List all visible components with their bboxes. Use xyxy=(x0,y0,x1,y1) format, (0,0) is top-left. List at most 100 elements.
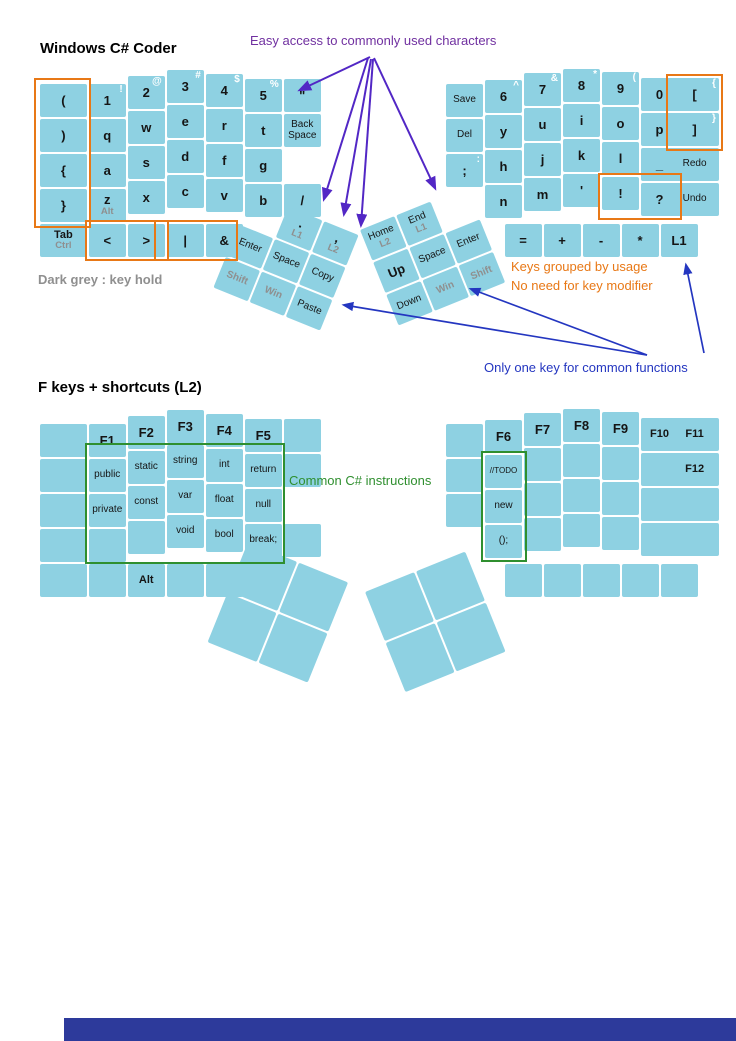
annotation-dark-grey-key-hold: Dark grey : key hold xyxy=(38,272,163,287)
key-f3: F3 xyxy=(166,410,204,443)
annotation-one-key: Only one key for common functions xyxy=(484,360,688,375)
key-v: v xyxy=(205,179,243,212)
key-blank xyxy=(670,523,719,556)
key-public: public xyxy=(88,459,126,492)
key-private: private xyxy=(88,494,126,527)
key-blank xyxy=(602,447,639,480)
key-symbol: } xyxy=(40,189,87,222)
key-blank xyxy=(524,448,561,481)
key-b: b xyxy=(244,184,282,217)
key-6: ^6 xyxy=(485,80,522,113)
key-blank xyxy=(446,459,483,492)
key-3: #3 xyxy=(166,70,204,103)
key-blank xyxy=(660,564,698,597)
key-symbol: = xyxy=(504,224,542,257)
key-new: new xyxy=(485,490,522,523)
key-7: &7 xyxy=(524,73,561,106)
key-d: d xyxy=(166,140,204,173)
key-symbol: > xyxy=(127,224,165,257)
key-blank xyxy=(40,424,87,457)
key-blank xyxy=(524,483,561,516)
key-x: x xyxy=(127,181,165,214)
key-f12: F12 xyxy=(670,453,719,486)
key-blank xyxy=(283,524,321,557)
key-blank xyxy=(446,494,483,527)
highlight-cs-keywords-left xyxy=(85,443,285,564)
key-symbol: | xyxy=(166,224,204,257)
key-symbol: ) xyxy=(40,119,87,152)
key-blank xyxy=(88,529,126,562)
key-symbol: ' xyxy=(563,174,600,207)
key-f6: F6 xyxy=(485,420,522,453)
key-o: o xyxy=(602,107,639,140)
key-f: f xyxy=(205,144,243,177)
key-g: g xyxy=(244,149,282,182)
key-const: const xyxy=(127,486,165,519)
key-8: *8 xyxy=(563,69,600,102)
key-blank xyxy=(88,564,126,597)
annotation-easy-access: Easy access to commonly used characters xyxy=(250,33,497,48)
key-blank xyxy=(283,454,321,487)
layer2-title: F keys + shortcuts (L2) xyxy=(38,379,202,396)
key-symbol: ( xyxy=(40,84,87,117)
key-f4: F4 xyxy=(205,414,243,447)
key-var: var xyxy=(166,480,204,513)
highlight-bracket-column xyxy=(34,78,91,228)
key-j: j xyxy=(524,143,561,176)
key-n: n xyxy=(485,185,522,218)
page-title: Windows C# Coder xyxy=(40,40,177,57)
key-f5: F5 xyxy=(244,419,282,452)
key-static: static xyxy=(127,451,165,484)
key-5: %5 xyxy=(244,79,282,112)
annotation-no-modifier: No need for key modifier xyxy=(511,278,653,293)
key-del: Del xyxy=(446,119,483,152)
highlight-angle-keys xyxy=(85,220,169,261)
key-blank xyxy=(166,564,204,597)
key-blank xyxy=(524,518,561,551)
key-string: string xyxy=(166,445,204,478)
key-w: w xyxy=(127,111,165,144)
key-i: i xyxy=(563,104,600,137)
highlight-exclaim-question-keys xyxy=(598,173,682,220)
key-blank xyxy=(602,482,639,515)
key-4: $4 xyxy=(205,74,243,107)
highlight-square-bracket-keys xyxy=(666,74,723,151)
key-m: m xyxy=(524,178,561,211)
key-blank xyxy=(563,444,600,477)
key-h: h xyxy=(485,150,522,183)
key-blank xyxy=(504,564,542,597)
key-y: y xyxy=(485,115,522,148)
key-symbol: :; xyxy=(446,154,483,187)
key-blank xyxy=(602,517,639,550)
key-blank xyxy=(670,488,719,521)
key-alt: Alt xyxy=(127,564,165,597)
annotation-keys-grouped: Keys grouped by usage xyxy=(511,259,648,274)
key-symbol: }] xyxy=(670,113,719,146)
key-float: float xyxy=(205,484,243,517)
key-symbol: { xyxy=(40,154,87,187)
key-f9: F9 xyxy=(602,412,639,445)
key-blank xyxy=(40,529,87,562)
highlight-cs-keywords-right xyxy=(481,451,527,562)
key-int: int xyxy=(205,449,243,482)
key-f11: F11 xyxy=(670,418,719,451)
key-blank xyxy=(40,459,87,492)
key-blank xyxy=(40,564,87,597)
key-symbol: - xyxy=(582,224,620,257)
highlight-pipe-amp-keys xyxy=(154,220,238,261)
key-f8: F8 xyxy=(563,409,600,442)
key-l: l xyxy=(602,142,639,175)
key-q: q xyxy=(88,119,126,152)
key-c: c xyxy=(166,175,204,208)
key-t: t xyxy=(244,114,282,147)
key-symbol: {[ xyxy=(670,78,719,111)
key-s: s xyxy=(127,146,165,179)
key-redo: Redo xyxy=(670,148,719,181)
footer-bar xyxy=(64,1018,736,1041)
key-symbol: (); xyxy=(485,525,522,558)
key-symbol: ! xyxy=(602,177,639,210)
key-void: void xyxy=(166,515,204,548)
